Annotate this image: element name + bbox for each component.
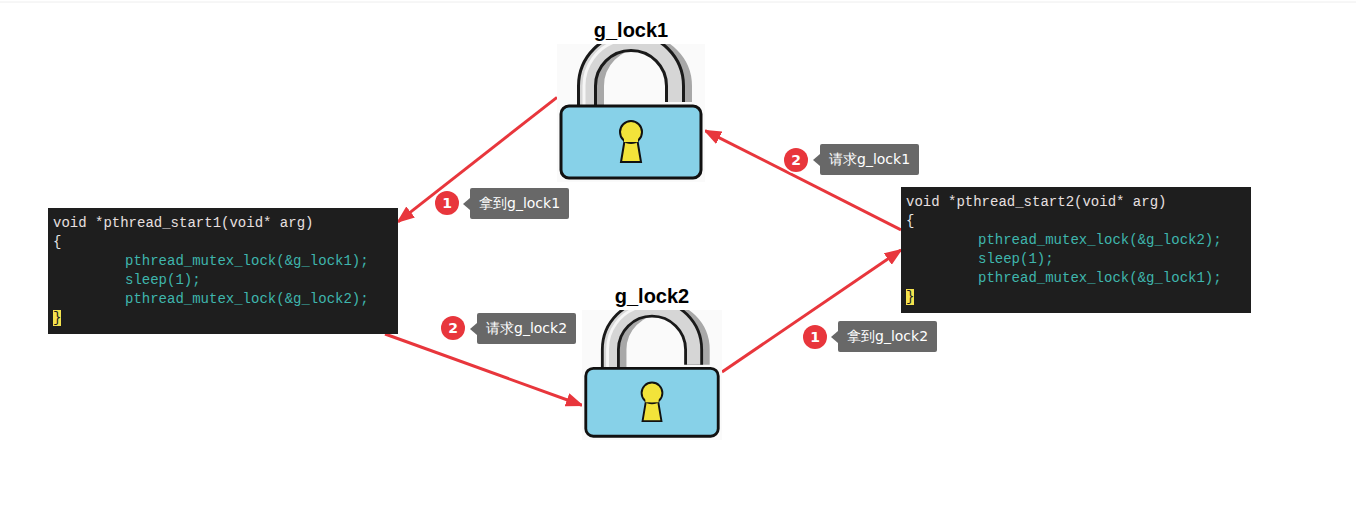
callout-note: 请求g_lock2 xyxy=(477,313,576,344)
shackle xyxy=(587,44,675,114)
padlock: g_lock1 xyxy=(557,16,705,182)
code-line: pthread_mutex_lock(&g_lock1); xyxy=(978,270,1222,286)
padlock-picture xyxy=(582,310,722,440)
callout-number: 1 xyxy=(803,325,827,349)
code-line: sleep(1); xyxy=(978,251,1054,267)
callout-note: 拿到g_lock2 xyxy=(838,321,937,352)
code-line: { xyxy=(53,234,61,250)
code-line: pthread_mutex_lock(&g_lock2); xyxy=(125,291,369,307)
code-line: pthread_mutex_lock(&g_lock1); xyxy=(125,253,369,269)
callout-number: 1 xyxy=(435,191,459,215)
code-line: { xyxy=(906,213,914,229)
shackle xyxy=(610,310,693,376)
code-block: void *pthread_start2(void* arg) { pthread_… xyxy=(901,187,1251,313)
lock-name: g_lock1 xyxy=(557,16,705,44)
padlock-picture xyxy=(557,44,705,182)
code-block: void *pthread_start1(void* arg) { pthread_… xyxy=(48,208,398,334)
keyhole xyxy=(642,383,663,404)
callout-number: 2 xyxy=(441,316,465,340)
padlock: g_lock2 xyxy=(582,282,722,440)
lock-body xyxy=(561,106,701,178)
shackle-highlight xyxy=(584,44,617,112)
keyhole-join xyxy=(645,397,658,403)
lock-arrow xyxy=(385,334,582,405)
top-rule xyxy=(0,2,1356,3)
shackle-highlight xyxy=(608,310,639,374)
lock-arrow xyxy=(722,250,901,372)
lock-body xyxy=(586,368,718,436)
code-line: void *pthread_start2(void* arg) xyxy=(906,194,1166,210)
callout-note: 请求g_lock1 xyxy=(820,144,919,175)
keyhole-join xyxy=(624,136,638,142)
code-line: } xyxy=(53,310,61,326)
shackle-outline xyxy=(610,310,693,376)
code-line: sleep(1); xyxy=(125,272,201,288)
code-line: pthread_mutex_lock(&g_lock2); xyxy=(978,232,1222,248)
code-line: } xyxy=(906,289,914,305)
callout-number: 2 xyxy=(784,148,808,172)
code-line: void *pthread_start1(void* arg) xyxy=(53,215,313,231)
callout-note: 拿到g_lock1 xyxy=(470,188,569,219)
keyhole xyxy=(620,121,642,143)
shackle-outline xyxy=(587,44,675,114)
lock-name: g_lock2 xyxy=(582,282,722,310)
